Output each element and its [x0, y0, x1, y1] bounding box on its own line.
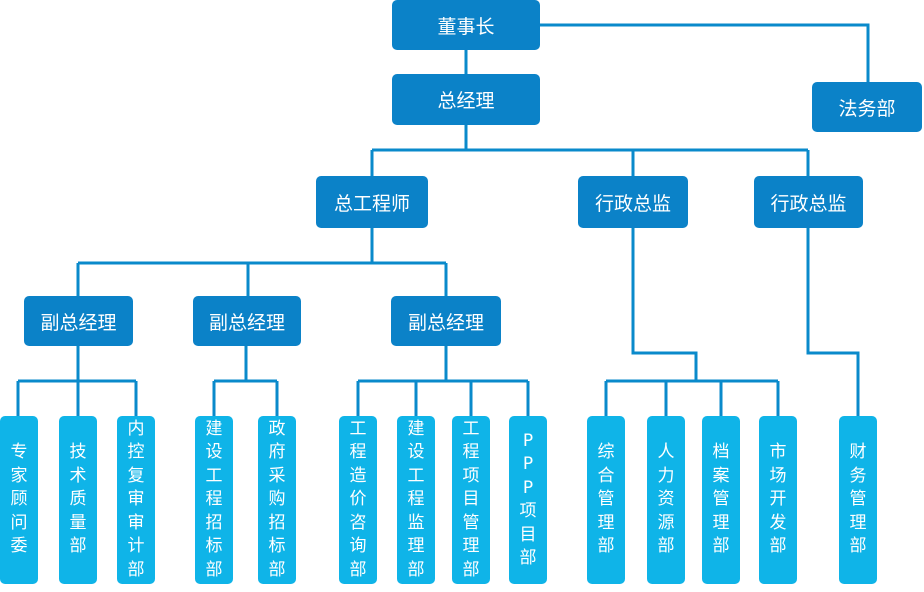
dept-general-admin: 综合管理部: [587, 416, 625, 584]
dept-cost-consulting-label: 工程造价咨询部: [349, 418, 367, 580]
dept-project-management-label: 工程项目管理部: [462, 418, 480, 580]
dept-construction-supervision: 建设工程监理部: [397, 416, 435, 584]
node-general-manager: 总经理: [392, 74, 540, 125]
dept-construction-supervision-label: 建设工程监理部: [407, 418, 425, 580]
dept-cost-consulting: 工程造价咨询部: [339, 416, 377, 584]
node-deputy-gm-2: 副总经理: [193, 296, 301, 346]
dept-internal-audit: 内控复审审计部: [117, 416, 155, 584]
dept-construction-bidding: 建设工程招标部: [195, 416, 233, 584]
dept-finance: 财务管理部: [839, 416, 877, 584]
dept-market-dev: 市场开发部: [759, 416, 797, 584]
node-admin-director-2: 行政总监: [754, 176, 863, 228]
dept-tech-quality: 技术质量部: [59, 416, 97, 584]
dept-ppp: PPP项目部: [509, 416, 547, 584]
dept-gov-procurement: 政府采购招标部: [258, 416, 296, 584]
node-deputy-gm-3: 副总经理: [391, 296, 501, 346]
node-admin-director-1: 行政总监: [578, 176, 688, 228]
node-deputy-gm-2-label: 副总经理: [208, 311, 285, 334]
dept-gov-procurement-label: 政府采购招标部: [268, 418, 286, 580]
dept-project-management: 工程项目管理部: [452, 416, 490, 584]
dept-hr: 人力资源部: [647, 416, 685, 584]
node-admin-director-2-label: 行政总监: [770, 192, 847, 215]
dept-expert-committee-label: 专家顾问委: [10, 442, 28, 557]
dept-construction-bidding-label: 建设工程招标部: [205, 418, 223, 580]
node-deputy-gm-1: 副总经理: [24, 296, 133, 346]
dept-tech-quality-label: 技术质量部: [69, 442, 87, 557]
node-legal-dept: 法务部: [812, 82, 922, 132]
node-legal-dept-label: 法务部: [838, 97, 896, 120]
dept-archives-label: 档案管理部: [712, 442, 730, 557]
dept-expert-committee: 专家顾问委: [0, 416, 38, 584]
dept-internal-audit-label: 内控复审审计部: [127, 418, 145, 580]
node-chairman: 董事长: [392, 0, 540, 50]
node-chief-engineer: 总工程师: [316, 176, 428, 228]
dept-market-dev-label: 市场开发部: [769, 442, 787, 557]
node-deputy-gm-1-label: 副总经理: [40, 311, 117, 334]
dept-general-admin-label: 综合管理部: [597, 442, 615, 557]
node-chairman-label: 董事长: [437, 15, 495, 38]
node-admin-director-1-label: 行政总监: [594, 192, 671, 215]
dept-archives: 档案管理部: [702, 416, 740, 584]
dept-hr-label: 人力资源部: [657, 442, 675, 557]
node-general-manager-label: 总经理: [437, 90, 495, 112]
node-chief-engineer-label: 总工程师: [333, 192, 410, 215]
dept-ppp-label: PPP项目部: [519, 430, 537, 569]
dept-finance-label: 财务管理部: [849, 442, 867, 557]
node-deputy-gm-3-label: 副总经理: [407, 311, 484, 334]
